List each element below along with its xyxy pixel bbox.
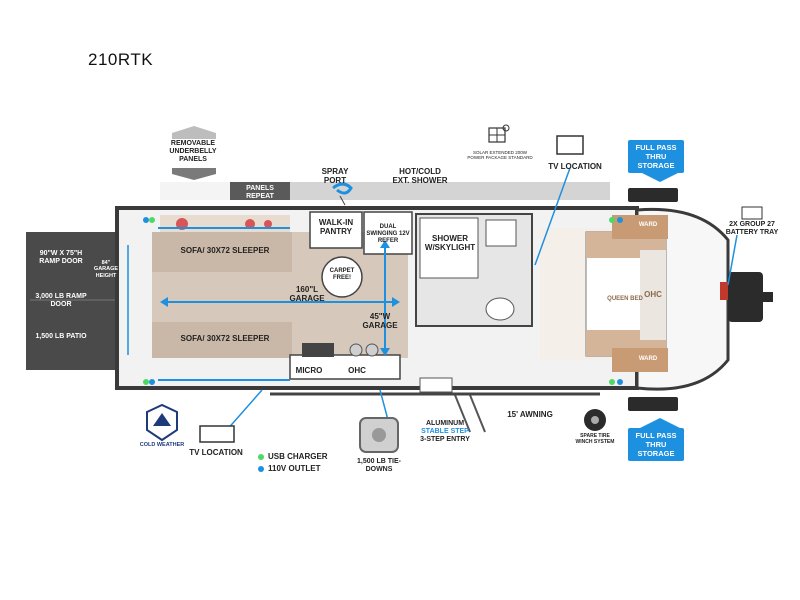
- model-title: 210RTK: [88, 50, 154, 69]
- down-arrow-icon: [172, 168, 216, 180]
- garage-width-label: 45"W GARAGE: [362, 312, 398, 331]
- hot-cold-shower-label: HOT/COLD EXT. SHOWER: [392, 167, 448, 186]
- tie-downs-label: 1,500 LB TIE-DOWNS: [357, 458, 401, 474]
- queen-bed-label: QUEEN BED: [607, 296, 643, 302]
- aluminum-label: ALUMINUM: [425, 420, 465, 427]
- spray-port-label: SPRAY PORT: [321, 167, 349, 186]
- kitchen-counter: [289, 354, 401, 380]
- tv-icon-top: [556, 135, 584, 155]
- walk-in-pantry-label: WALK-IN PANTRY: [318, 218, 354, 237]
- battery-icon: [741, 206, 763, 220]
- dual-swinging-refer-label: DUAL SWINGING 12V REFER: [366, 224, 410, 244]
- spray-port-icon: [332, 182, 353, 195]
- panels-repeat-bar: [230, 182, 290, 200]
- micro-label: MICRO: [295, 366, 323, 375]
- ramp-door-size-label: 90"W x 75"H RAMP DOOR: [39, 250, 83, 266]
- sofa-bottom-label: SOFA/ 30x72 SLEEPER: [180, 334, 270, 343]
- ohc-kitchen-label: OHC: [348, 366, 366, 375]
- spare-tire-label: SPARE TIRE WINCH SYSTEM: [575, 433, 615, 445]
- stable-step-label: STABLE STEP: [421, 428, 469, 435]
- sofa-bottom: [152, 322, 292, 358]
- shower-skylight-label: SHOWER w/SKYLIGHT: [424, 234, 476, 253]
- up-arrow-icon: [172, 126, 216, 139]
- legend-label-outlet: 110V OUTLET: [268, 464, 321, 473]
- battery-tray-label: 2X GROUP 27 BATTERY TRAY: [725, 221, 779, 237]
- tv-icon-bottom: [199, 425, 235, 443]
- tv-location-top-label: TV LOCATION: [548, 162, 602, 171]
- garage-length-label: 160"L GARAGE: [289, 285, 325, 304]
- full-pass-thru-top-label: FULL PASS THRU STORAGE: [628, 140, 684, 173]
- ward-bottom: [612, 348, 668, 372]
- tv-location-bottom-label: TV LOCATION: [189, 448, 243, 457]
- patio-label: 1,500 LB PATIO: [35, 333, 87, 340]
- usb-dot-icon: [258, 453, 264, 460]
- legend-label-usb: USB CHARGER: [268, 452, 328, 461]
- panels-repeat-label: PANELS REPEAT: [246, 185, 274, 201]
- removable-underbelly-label: REMOVABLE UNDERBELLY PANELS: [169, 140, 217, 164]
- carpet-free-label: CARPET FREE!: [329, 268, 355, 281]
- ramp-door-capacity-label: 3,000 LB RAMP DOOR: [35, 293, 87, 309]
- ohc-bed-label: OHC: [644, 290, 662, 299]
- full-pass-thru-bottom-label: FULL PASS THRU STORAGE: [628, 428, 684, 461]
- pantry: [309, 211, 363, 249]
- sofa-top: [152, 232, 292, 272]
- entry-label: 3-STEP ENTRY: [420, 436, 470, 443]
- legend-item-outlet: 110V OUTLET: [258, 464, 328, 473]
- sofa-top-label: SOFA/ 30x72 SLEEPER: [180, 246, 270, 255]
- solar-label: SOLAR EXTENDED 200W POWER PACKAGE STANDA…: [467, 150, 533, 161]
- legend: USB CHARGER 110V OUTLET: [258, 452, 328, 473]
- cold-weather-label: COLD WEATHER: [139, 442, 185, 448]
- outlet-dot-icon: [258, 465, 264, 472]
- hitch: [728, 272, 763, 322]
- ramp-door: [26, 232, 126, 370]
- ward-top-label: WARD: [638, 222, 658, 228]
- toilet: [485, 297, 515, 321]
- ward-bottom-label: WARD: [638, 356, 658, 362]
- legend-item-usb: USB CHARGER: [258, 452, 328, 461]
- garage-height-label: 84" GARAGE HEIGHT: [93, 260, 119, 279]
- carpet-free-badge: [321, 256, 363, 298]
- awning-label: 15' AWNING: [507, 410, 553, 419]
